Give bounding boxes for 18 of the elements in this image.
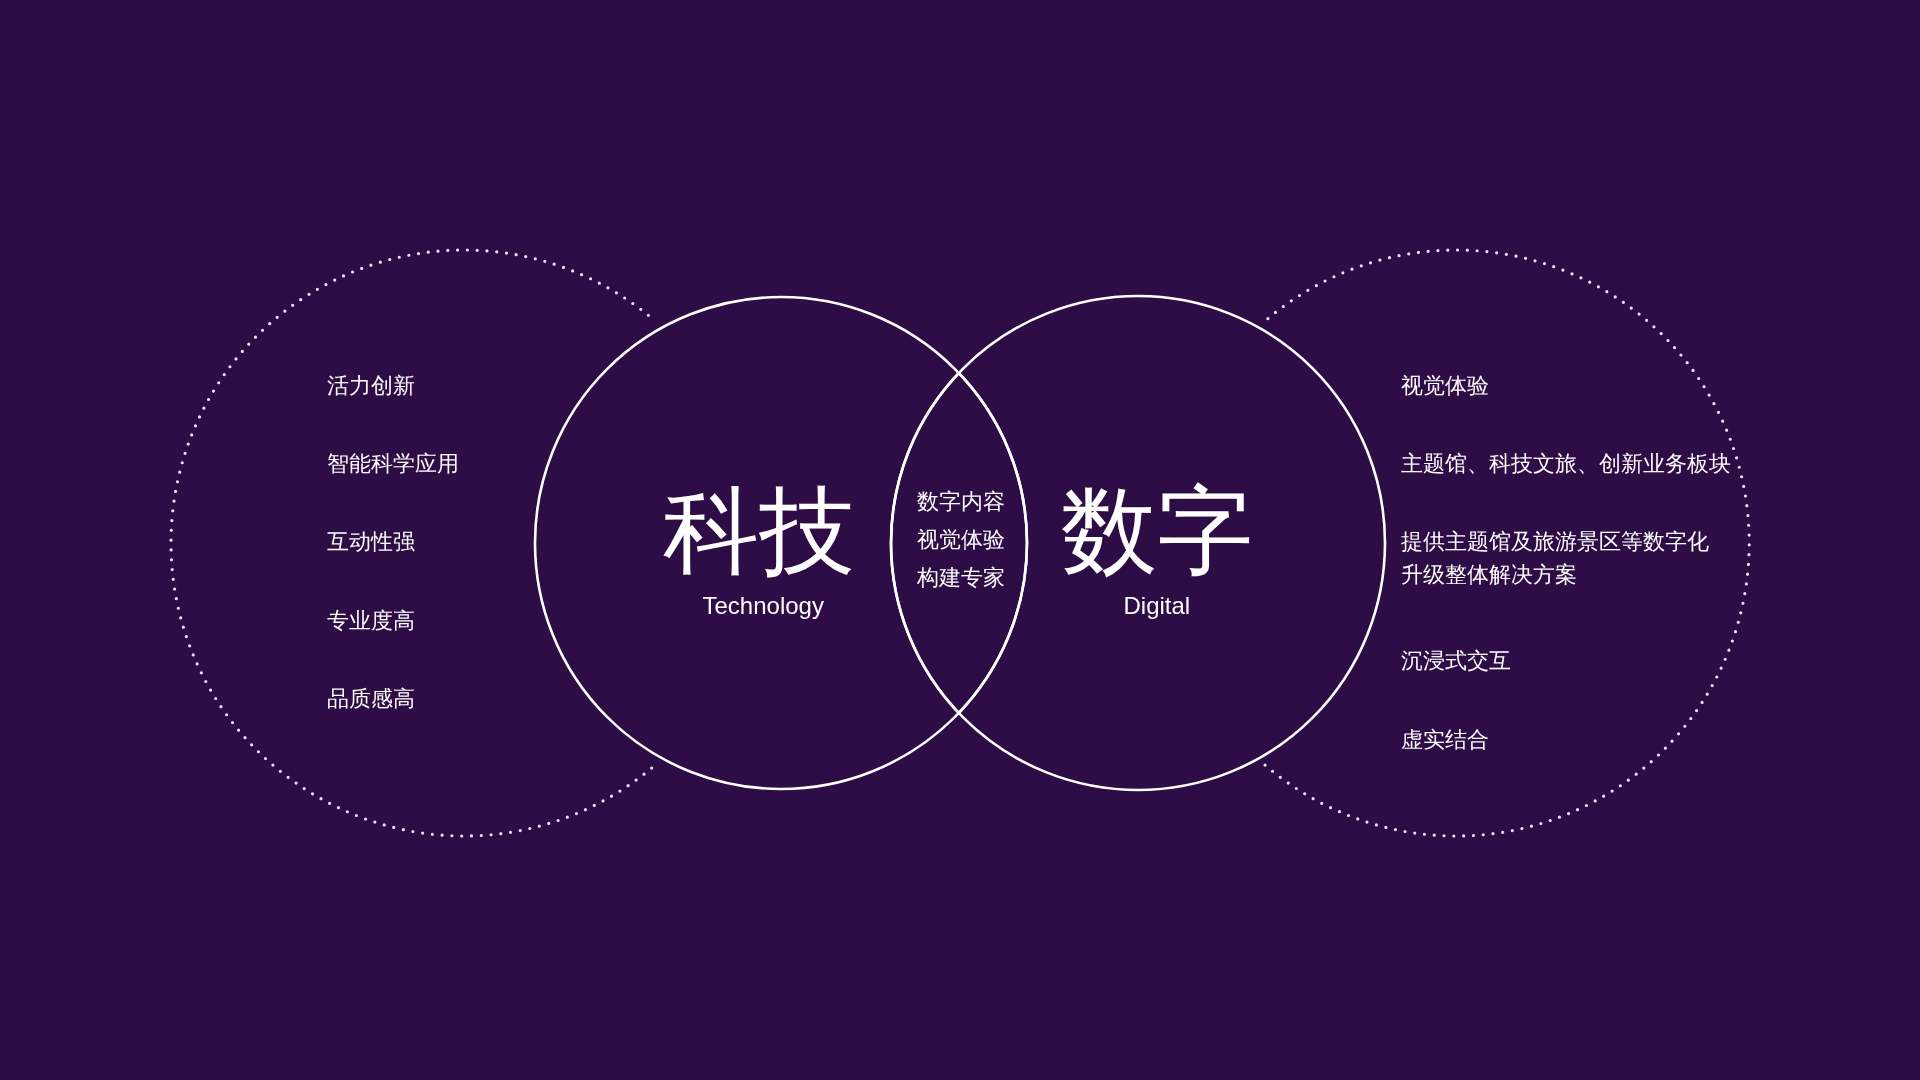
feature-text: 主题馆、科技文旅、创新业务板块 <box>1401 450 1731 478</box>
feature-text: 活力创新 <box>327 372 415 400</box>
overlap-text: 构建专家 <box>917 564 1005 592</box>
venn-circle <box>888 293 1388 793</box>
title-text: 数字 <box>1061 481 1253 581</box>
subtitle-text: Technology <box>702 591 824 621</box>
feature-text: 专业度高 <box>327 607 415 635</box>
feature-text: 提供主题馆及旅游景区等数字化升级整体解决方案 <box>1401 528 1710 589</box>
feature-text: 互动性强 <box>327 528 415 556</box>
feature-text: 虚实结合 <box>1401 726 1489 754</box>
feature-text: 智能科学应用 <box>327 450 459 478</box>
overlap-text: 视觉体验 <box>917 526 1005 554</box>
feature-text: 沉浸式交互 <box>1401 647 1511 675</box>
feature-text: 视觉体验 <box>1401 372 1489 400</box>
title-text: 科技 <box>663 481 855 581</box>
feature-text: 品质感高 <box>327 685 415 713</box>
overlap-text: 数字内容 <box>917 488 1005 516</box>
subtitle-text: Digital <box>1123 591 1191 621</box>
